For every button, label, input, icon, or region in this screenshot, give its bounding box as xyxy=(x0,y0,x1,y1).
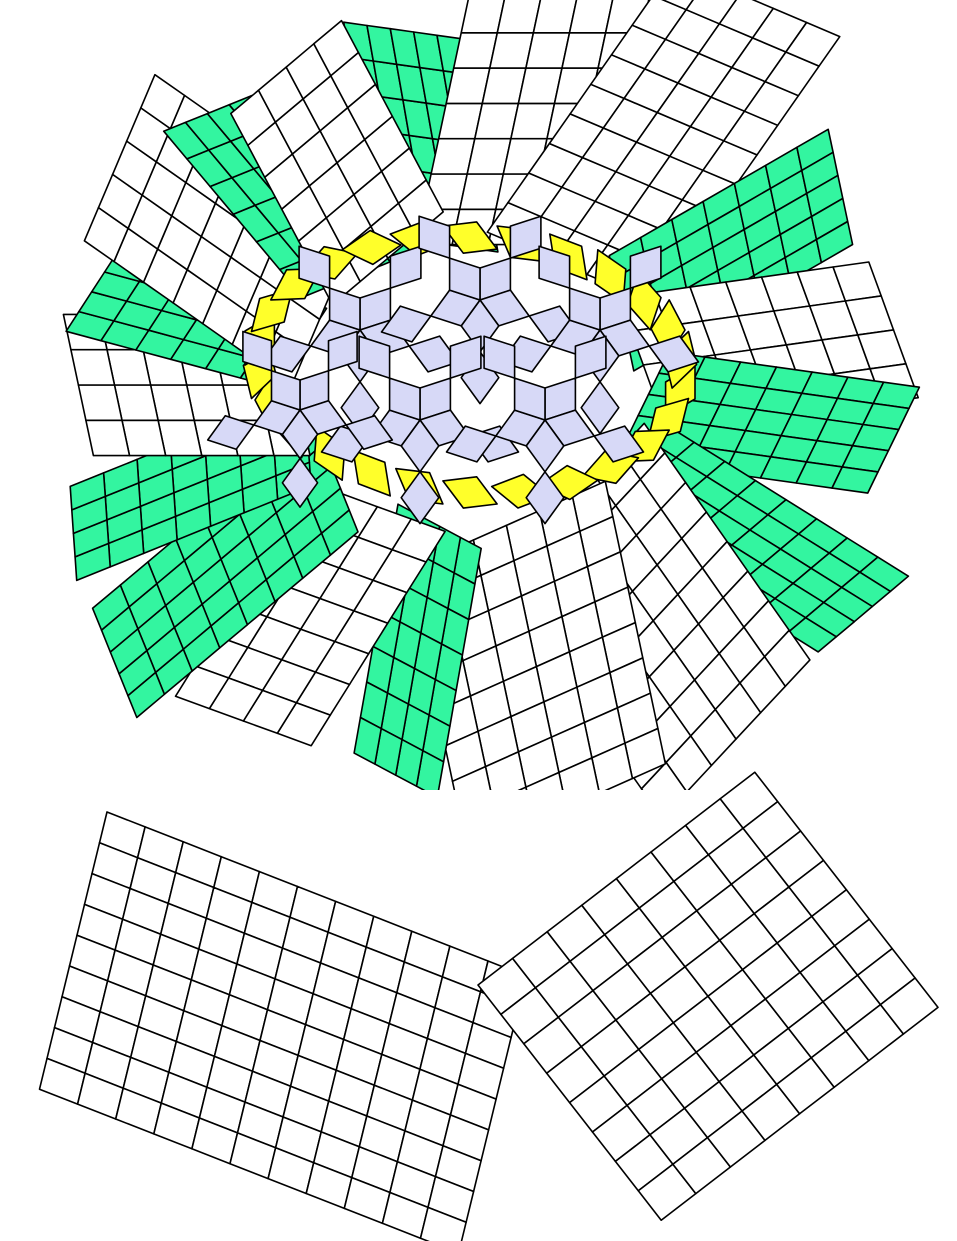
figure-canvas xyxy=(0,0,957,1241)
grid-pair xyxy=(0,0,957,1241)
